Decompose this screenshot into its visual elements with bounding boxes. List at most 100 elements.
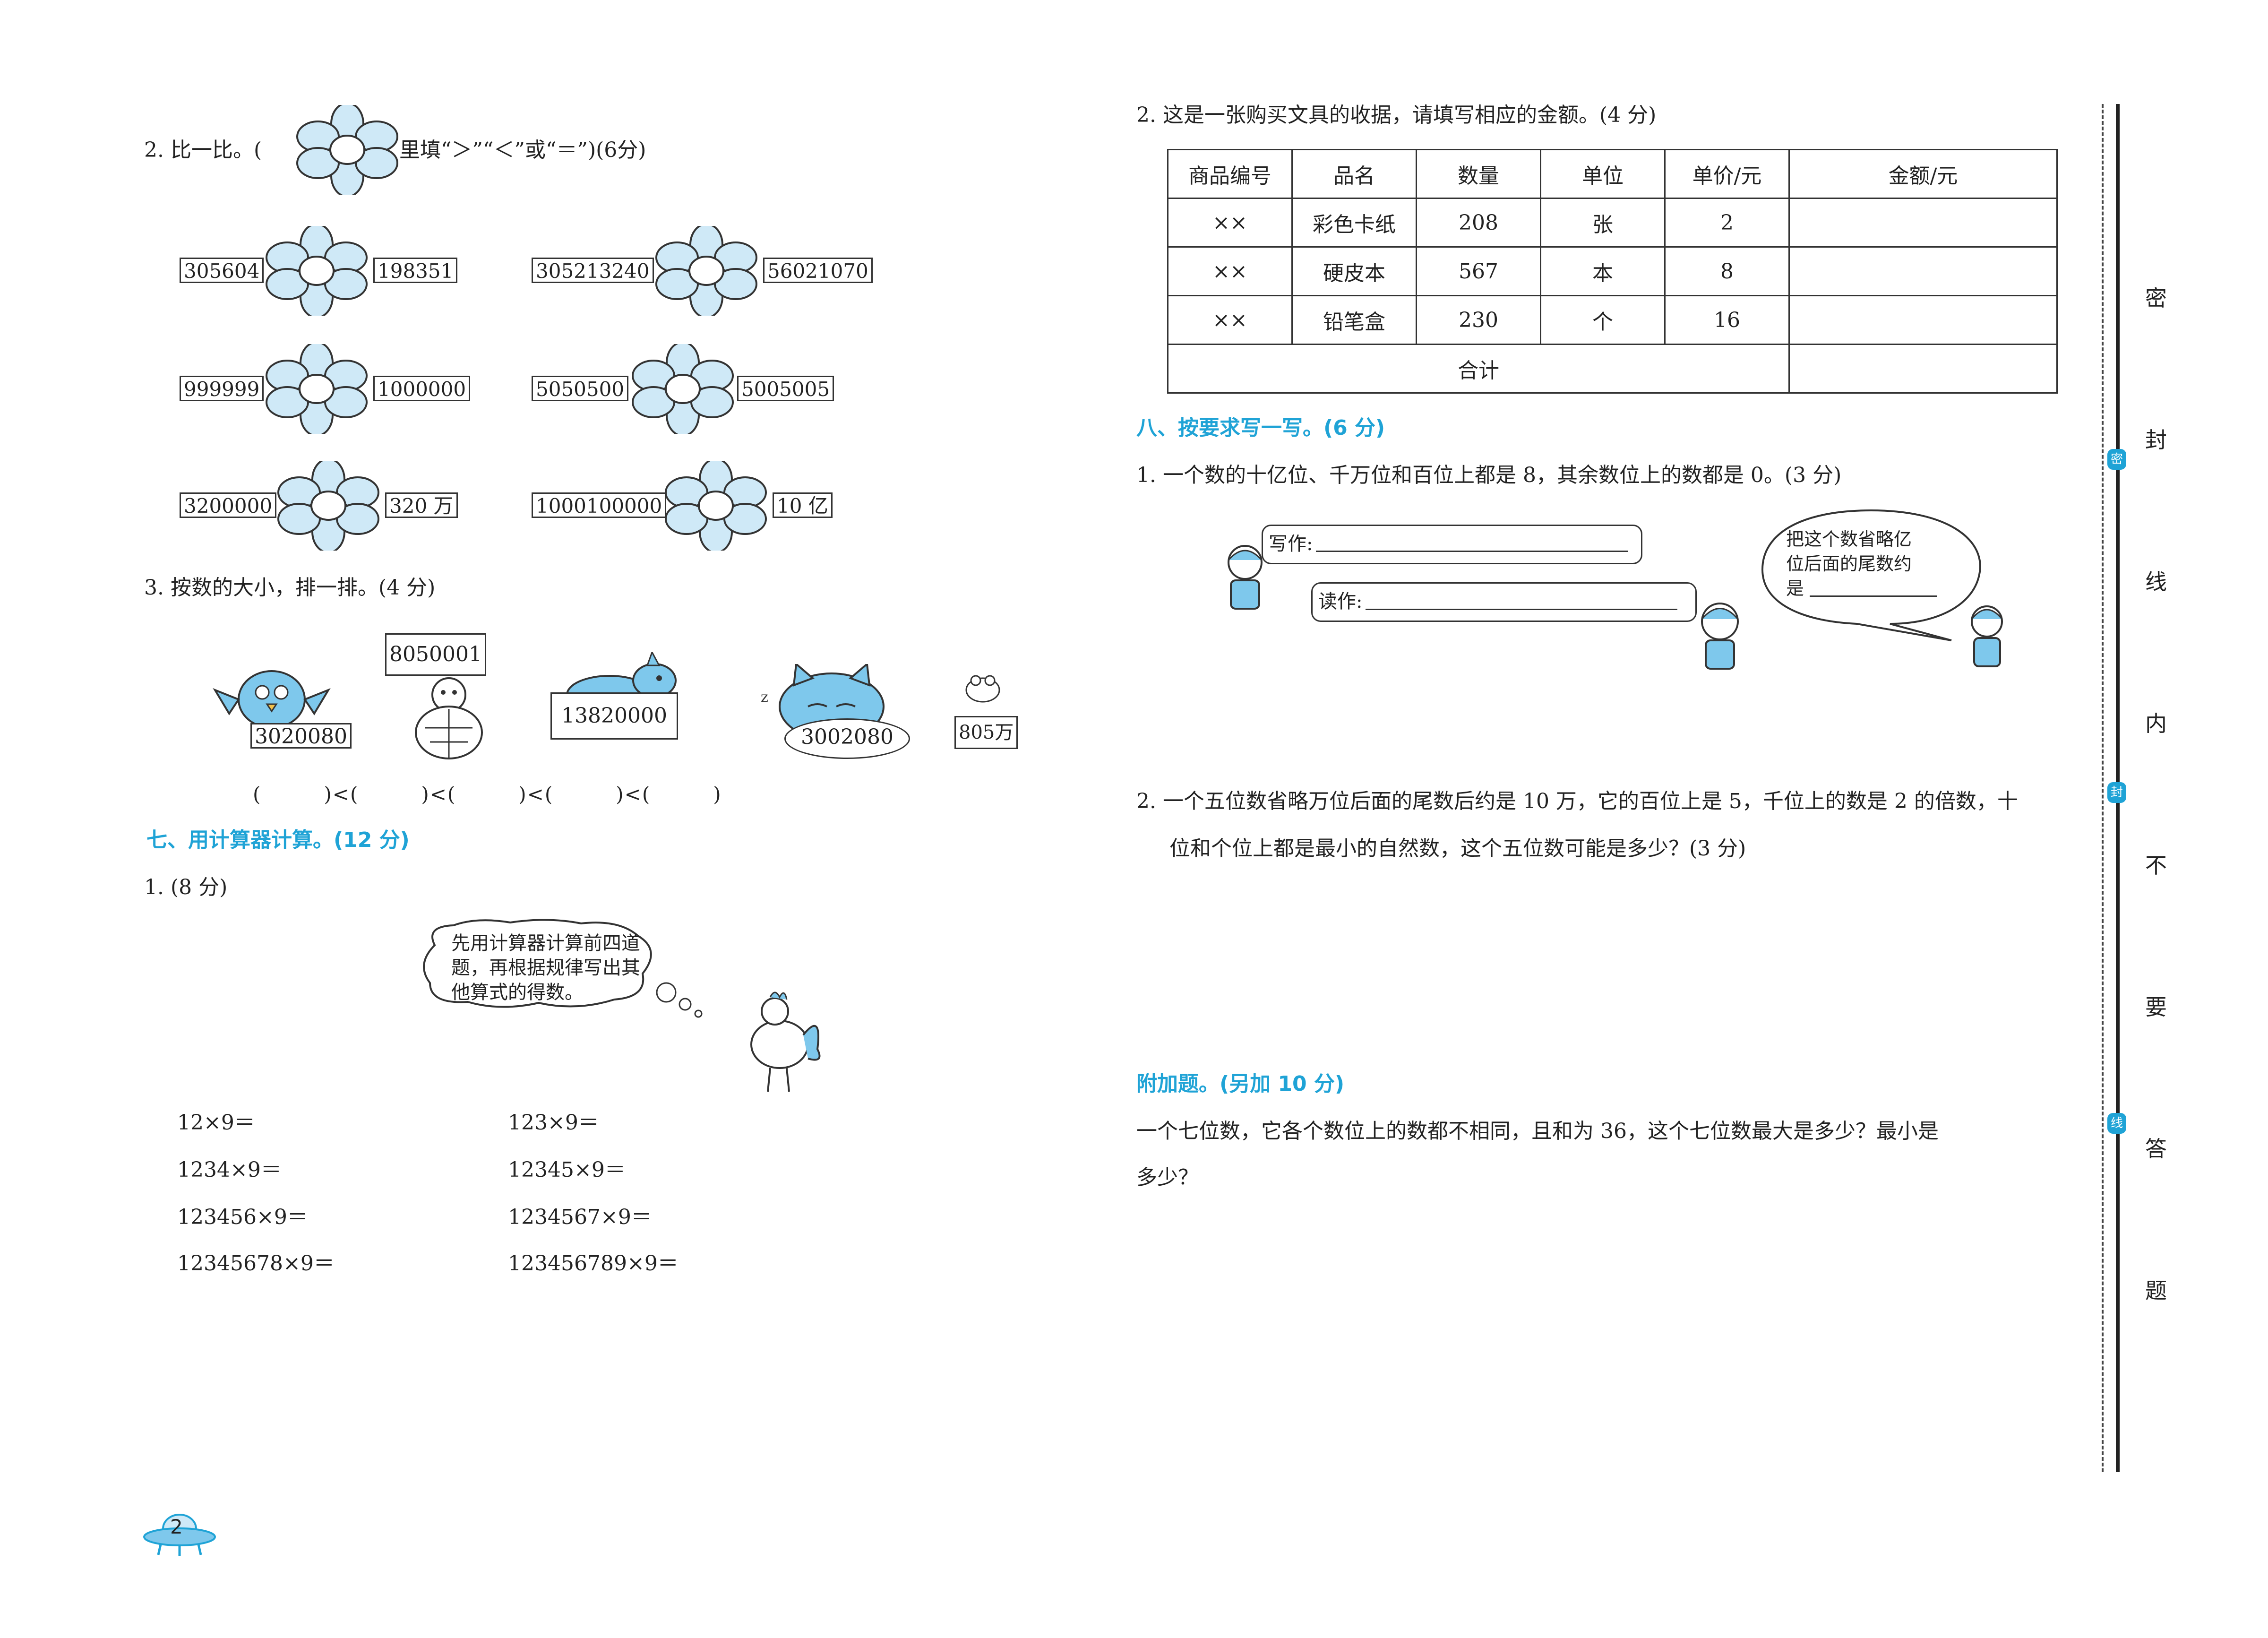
margin-tab: 密 [2107,449,2126,470]
flower-icon [296,105,398,195]
bubble-line: 是 [1786,578,1804,599]
estimate-answer-line[interactable] [1810,595,1937,597]
table-cell: 个 [1540,295,1666,345]
compare-flower-icon[interactable] [265,226,369,316]
compare-flower-icon[interactable] [664,461,768,551]
table-cell: 张 [1540,198,1666,248]
total-label: 合计 [1167,344,1790,394]
receipt-table: 商品编号 品名 数量 单位 单价/元 金额/元 ×× 彩色卡纸 208 张 2 … [1167,149,2058,394]
margin-char: 密 [2145,285,2167,311]
write-answer-line[interactable] [1316,551,1628,552]
bubble-line: 位后面的尾数约 [1786,553,1912,574]
number-card: 8050001 [385,633,486,676]
speech-bubble-text: 把这个数省略亿 位后面的尾数约 是 [1786,527,1912,601]
compare-flower-icon[interactable] [654,226,758,316]
cut-line [2102,104,2104,1472]
table-header-row: 商品编号 品名 数量 单位 单价/元 金额/元 [1167,149,2058,199]
compare-right-value: 198351 [373,258,458,283]
table-cell: 16 [1664,295,1790,345]
compare-flower-icon[interactable] [631,344,735,434]
compare-flower-icon[interactable] [265,344,369,434]
compare-left-value: 305213240 [532,258,654,283]
calc-expression: 1234×9＝ [177,1158,282,1182]
table-cell: ×× [1167,246,1293,296]
compare-left-value: 3200000 [180,492,277,518]
read-answer-line[interactable] [1366,609,1677,610]
section-8-title: 八、按要求写一写。(6 分) [1136,416,1385,440]
bonus-line-2: 多少？ [1136,1165,1199,1190]
table-cell: ×× [1167,198,1293,248]
svg-text:z: z [761,689,768,706]
compare-right-value: 10 亿 [773,492,833,518]
calc-expression: 12×9＝ [177,1111,255,1135]
amount-cell[interactable] [1788,246,2058,296]
table-cell: 8 [1664,246,1790,296]
table-cell: 567 [1416,246,1541,296]
number-card: 13820000 [550,692,678,740]
compare-right-value: 1000000 [373,376,471,401]
bubble-line: 把这个数省略亿 [1786,529,1912,550]
order-answer-line[interactable]: ( )<( )<( )<( )<( ) [253,783,722,806]
thought-bubble-shape [423,919,703,1018]
section-7-title: 七、用计算器计算。(12 分) [146,828,410,852]
calc-expression: 123456×9＝ [177,1205,308,1229]
amount-cell[interactable] [1788,295,2058,345]
thought-bubble-text: 先用计算器计算前四道 题，再根据规律写出其 他算式的得数。 [451,931,640,1005]
question-2-line-2: 位和个位上都是最小的自然数，这个五位数可能是多少？(3 分) [1169,836,1746,861]
total-amount-cell[interactable] [1788,344,2058,394]
write-bubble [1262,525,1642,564]
margin-tab: 封 [2107,782,2126,803]
compare-left-value: 305604 [180,258,264,283]
turtle-icon [415,677,483,759]
number-card: 805万 [954,716,1018,749]
compare-right-value: 56021070 [763,258,873,283]
bubble-line: 题，再根据规律写出其 [451,957,640,979]
compare-right-value: 5005005 [737,376,834,401]
calc-expression: 123456789×9＝ [508,1251,679,1276]
total-row: 合计 [1167,344,2058,394]
frog-icon [965,675,1000,703]
compare-left-value: 999999 [180,376,264,401]
table-row: ×× 铅笔盒 230 个 16 [1167,295,2058,345]
column-header: 数量 [1416,149,1541,199]
question-3-title: 3. 按数的大小，排一排。(4 分) [144,576,436,600]
page-number: 2 [170,1515,183,1538]
table-row: ×× 硬皮本 567 本 8 [1167,246,2058,296]
write-label: 写作: [1269,533,1313,555]
table-row: ×× 彩色卡纸 208 张 2 [1167,198,2058,248]
table-cell: 彩色卡纸 [1291,198,1417,248]
question-2-title: 2. 这是一张购买文具的收据，请填写相应的金额。(4 分) [1136,103,1657,127]
table-cell: ×× [1167,295,1293,345]
boy-icon [1971,605,2003,667]
table-cell: 本 [1540,246,1666,296]
margin-char: 线 [2145,569,2167,595]
column-header: 单价/元 [1664,149,1790,199]
table-cell: 2 [1664,198,1790,248]
bird-icon [213,670,331,729]
column-header: 品名 [1291,149,1417,199]
boy-icon [1701,603,1739,670]
number-card: 3020080 [250,723,352,749]
question-2-prefix: 2. 比一比。( [144,138,262,162]
column-header: 商品编号 [1167,149,1293,199]
table-cell: 铅笔盒 [1291,295,1417,345]
margin-tab: 线 [2107,1113,2126,1134]
read-label: 读作: [1318,591,1363,612]
compare-right-value: 320 万 [385,492,458,518]
column-header: 单位 [1540,149,1666,199]
margin-char: 内 [2145,711,2167,736]
table-cell: 208 [1416,198,1541,248]
bonus-title: 附加题。(另加 10 分) [1136,1072,1345,1096]
calc-expression: 123×9＝ [508,1111,599,1135]
compare-left-value: 1000100000 [532,492,667,518]
amount-cell[interactable] [1788,198,2058,248]
margin-char: 不 [2145,853,2167,878]
margin-char: 题 [2145,1278,2167,1303]
column-header: 金额/元 [1788,149,2058,199]
ufo-icon [143,1514,216,1556]
margin-char: 答 [2145,1136,2167,1162]
margin-char: 要 [2145,994,2167,1020]
boy-icon [1228,545,1263,610]
question-1-text: 1. 一个数的十亿位、千万位和百位上都是 8，其余数位上的数都是 0。(3 分) [1136,463,1842,487]
compare-flower-icon[interactable] [276,461,380,551]
